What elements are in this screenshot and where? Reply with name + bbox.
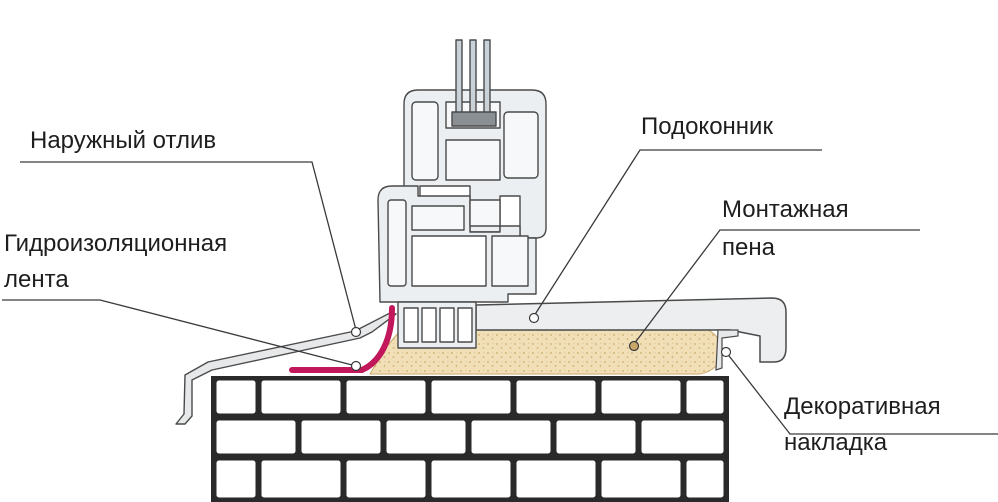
label-outer-drip: Наружный отлив <box>30 127 217 154</box>
leader-lines <box>2 149 998 435</box>
leader-markers <box>350 312 732 372</box>
window-sill <box>475 297 787 363</box>
window-profile <box>377 39 547 349</box>
leader-outer-drip <box>20 161 357 331</box>
leader-sill <box>533 149 822 317</box>
label-sill: Подоконник <box>641 113 773 140</box>
decorative-trim <box>715 329 739 371</box>
label-waterproof-tape-line1: Гидроизоляционная <box>4 230 228 257</box>
marker-decor <box>720 346 732 358</box>
leader-decor <box>725 351 998 435</box>
label-foam-line2: пена <box>722 234 775 261</box>
label-decor-line1: Декоративная <box>784 393 941 420</box>
waterproofing-tape <box>289 305 395 373</box>
marker-outer-drip <box>350 326 362 338</box>
label-decor-line2: накладка <box>784 429 888 456</box>
marker-waterproof-tape <box>350 360 362 372</box>
brick-wall <box>211 376 729 502</box>
label-waterproof-tape-line2: лента <box>4 266 69 293</box>
marker-sill <box>528 312 540 324</box>
label-foam-line1: Монтажная <box>722 196 849 223</box>
outer-drip <box>175 312 397 425</box>
marker-foam <box>628 340 640 352</box>
leader-foam <box>633 229 920 345</box>
leader-waterproof-tape <box>2 299 357 367</box>
